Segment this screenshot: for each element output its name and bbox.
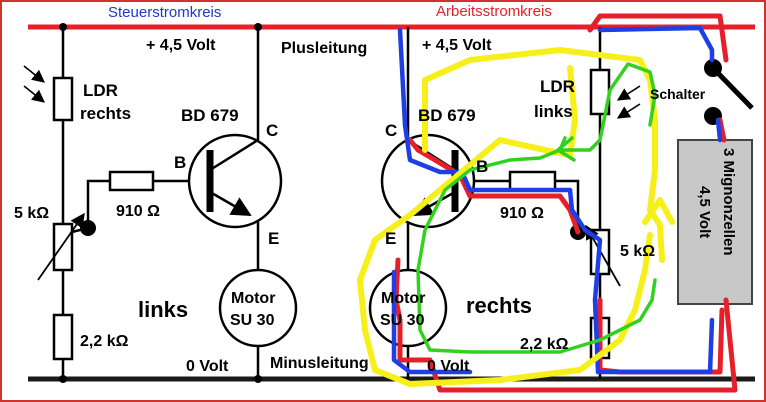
light-rays-left bbox=[23, 65, 45, 103]
res22-left-label: 2,2 kΩ bbox=[80, 333, 129, 350]
pot-left bbox=[52, 222, 74, 272]
minusleitung: Minusleitung bbox=[270, 355, 369, 372]
motor-right-l1: Motor bbox=[381, 290, 425, 307]
plus-left: + 4,5 Volt bbox=[146, 37, 216, 54]
transistor-left bbox=[187, 133, 283, 229]
res910-left-label: 910 Ω bbox=[116, 203, 160, 220]
motor-right-l2: SU 30 bbox=[380, 312, 425, 329]
junction-left bbox=[80, 220, 96, 236]
transistor-right-label: BD 679 bbox=[418, 106, 476, 125]
res22-right-label: 2,2 kΩ bbox=[520, 336, 569, 353]
switch-label: Schalter bbox=[650, 86, 706, 102]
res910-right bbox=[508, 170, 557, 192]
emitter-left: E bbox=[268, 229, 279, 248]
collector-left: C bbox=[266, 121, 278, 140]
emitter-right: E bbox=[385, 229, 396, 248]
zero-right: 0 Volt bbox=[427, 358, 470, 375]
res910-left bbox=[108, 170, 155, 192]
arbeits-title: Arbeitsstromkreis bbox=[436, 3, 552, 20]
side-rechts: rechts bbox=[466, 293, 532, 318]
ldr-links-l1: LDR bbox=[540, 77, 575, 96]
ldr-links-l2: links bbox=[534, 102, 573, 121]
steuer-title: Steuerstromkreis bbox=[108, 4, 221, 21]
transistor-left-label: BD 679 bbox=[181, 106, 239, 125]
pot-right-label: 5 kΩ bbox=[620, 243, 655, 260]
battery-label-2: 4,5 Volt bbox=[696, 186, 713, 238]
motor-left-l1: Motor bbox=[231, 290, 275, 307]
motor-left-l2: SU 30 bbox=[230, 312, 275, 329]
res910-right-label: 910 Ω bbox=[500, 205, 544, 222]
motor-right bbox=[368, 268, 448, 348]
plus-right: + 4,5 Volt bbox=[422, 37, 492, 54]
switch-lever bbox=[711, 66, 754, 110]
ldr-rechts-l2: rechts bbox=[80, 104, 131, 123]
plusleitung: Plusleitung bbox=[281, 40, 367, 57]
base-right: B bbox=[476, 157, 488, 176]
battery-label-1: 3 Mignonzellen bbox=[720, 148, 737, 256]
base-left: B bbox=[174, 153, 186, 172]
ldr-rechts bbox=[52, 76, 74, 122]
current-path-red bbox=[393, 13, 738, 393]
battery bbox=[677, 139, 753, 305]
pot-left-label: 5 kΩ bbox=[14, 205, 49, 222]
motor-left bbox=[218, 268, 298, 348]
zero-left: 0 Volt bbox=[186, 358, 229, 375]
side-links: links bbox=[138, 297, 188, 322]
current-path-blue bbox=[391, 25, 723, 375]
ldr-rechts-l1: LDR bbox=[83, 81, 118, 100]
collector-right: C bbox=[385, 121, 397, 140]
res22-left bbox=[52, 313, 74, 361]
